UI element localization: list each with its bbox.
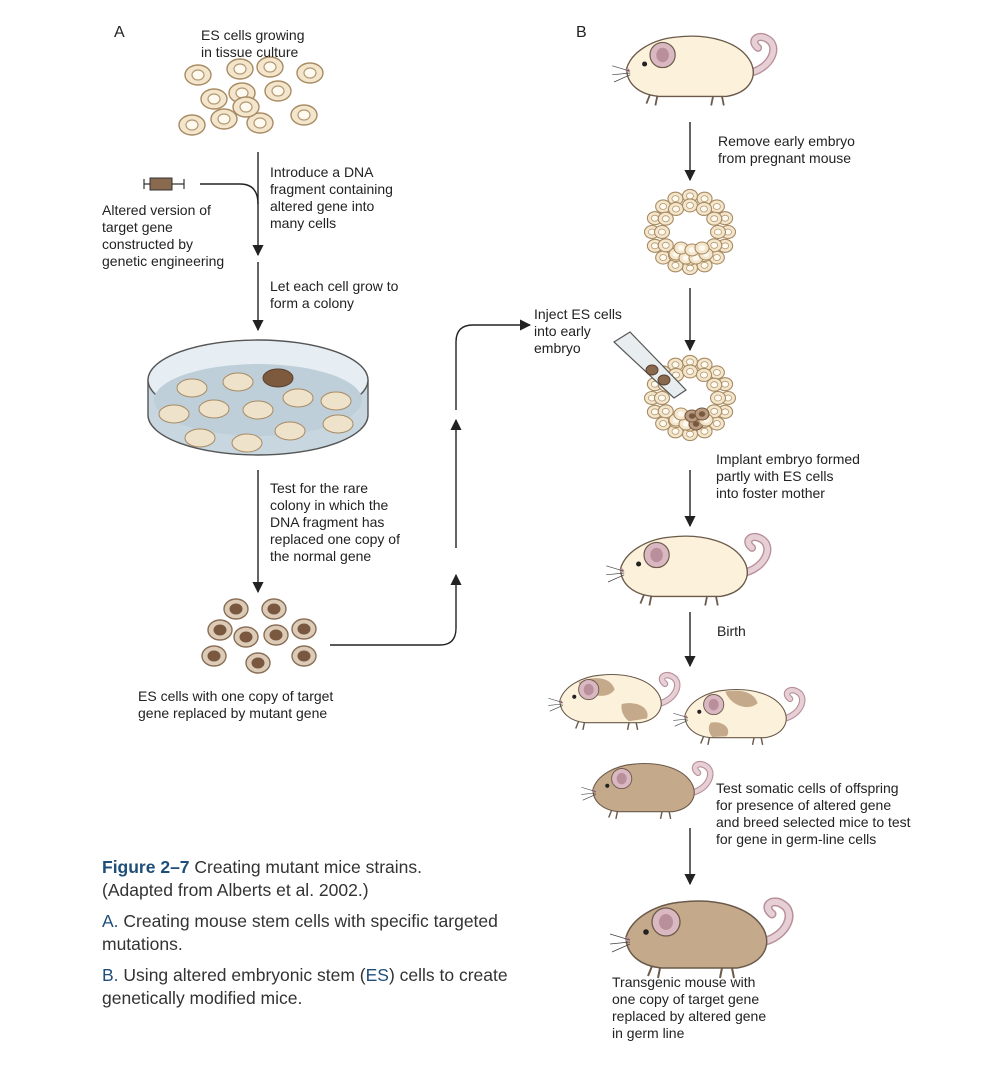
embryo-cell <box>667 258 684 273</box>
embryo-cell <box>681 364 699 379</box>
introduce-dna-label: Introduce a DNA fragment containing alte… <box>270 164 393 231</box>
transgenic-mouse-label: Transgenic mouse with one copy of target… <box>612 974 767 1041</box>
test-offspring-label: Test somatic cells of offspring for pres… <box>716 780 911 847</box>
embryo-cell <box>657 211 674 226</box>
embryo-cell <box>657 404 674 419</box>
figure-number: Figure 2–7 <box>102 857 190 877</box>
panel-a-arrows <box>200 152 532 646</box>
embryo-cell <box>709 224 727 240</box>
chimeric-offspring-mouse-3 <box>581 760 714 820</box>
foster-mother-mouse <box>606 532 772 606</box>
petri-dish <box>147 339 369 456</box>
embryo-cell <box>695 201 713 217</box>
grow-colony-label: Let each cell grow to form a colony <box>270 278 399 311</box>
remove-embryo-label: Remove early embryo from pregnant mouse <box>718 133 855 166</box>
embryo-cell <box>706 404 723 419</box>
embryo-cell <box>655 416 672 431</box>
embryo-cell <box>681 198 699 213</box>
embryo-cell <box>709 390 727 406</box>
embryo-cell <box>667 201 685 217</box>
injection-pipette <box>613 331 687 399</box>
embryo-cell <box>708 365 725 380</box>
mutant-es-cells-label: ES cells with one copy of target gene re… <box>138 688 334 721</box>
figure-source: (Adapted from Alberts et al. 2002.) <box>102 880 369 900</box>
caption-part-b: B. Using altered embryonic stem (ES) cel… <box>102 964 522 1010</box>
embryo-cell <box>695 367 713 383</box>
embryo-cell <box>655 250 672 265</box>
panel-label-b: B <box>576 24 587 41</box>
transgenic-mouse <box>609 897 794 979</box>
embryo-cell <box>653 224 671 240</box>
caption-b-text-post: ) cells to create genetically modified m… <box>102 965 508 1008</box>
caption-part-a: A. Creating mouse stem cells with specif… <box>102 910 522 956</box>
caption-b-es: ES <box>365 965 389 985</box>
mutant-es-cells <box>201 598 317 674</box>
pregnant-mouse <box>612 32 778 106</box>
dna-fragment-icon <box>143 177 185 191</box>
inject-es-cells-label: Inject ES cells into early embryo <box>534 306 622 356</box>
caption-a-letter: A. <box>102 911 119 931</box>
chimeric-offspring-mouse-1 <box>548 671 681 731</box>
embryo-cell <box>706 211 723 226</box>
panel-label-a: A <box>114 24 125 41</box>
caption-b-text-pre: Using altered embryonic stem ( <box>123 965 366 985</box>
es-cell-culture <box>178 56 324 136</box>
caption-a-text: Creating mouse stem cells with specific … <box>102 911 498 954</box>
embryo-cell <box>706 377 723 392</box>
figure-caption-title: Figure 2–7 Creating mutant mice strains.… <box>102 856 522 902</box>
embryo-cell <box>657 238 674 253</box>
es-cells-label: ES cells growing in tissue culture <box>201 27 305 60</box>
embryo-cell <box>653 390 671 406</box>
early-embryo-blastocyst <box>643 188 737 276</box>
birth-label: Birth <box>717 623 746 639</box>
figure-title: Creating mutant mice strains. <box>194 857 423 877</box>
altered-gene-label: Altered version of target gene construct… <box>102 202 225 269</box>
implant-embryo-label: Implant embryo formed partly with ES cel… <box>716 451 860 501</box>
caption-b-letter: B. <box>102 965 119 985</box>
embryo-cell <box>667 424 684 439</box>
chimeric-offspring-mouse-2 <box>673 686 806 746</box>
test-colony-label: Test for the rare colony in which the DN… <box>270 480 400 564</box>
